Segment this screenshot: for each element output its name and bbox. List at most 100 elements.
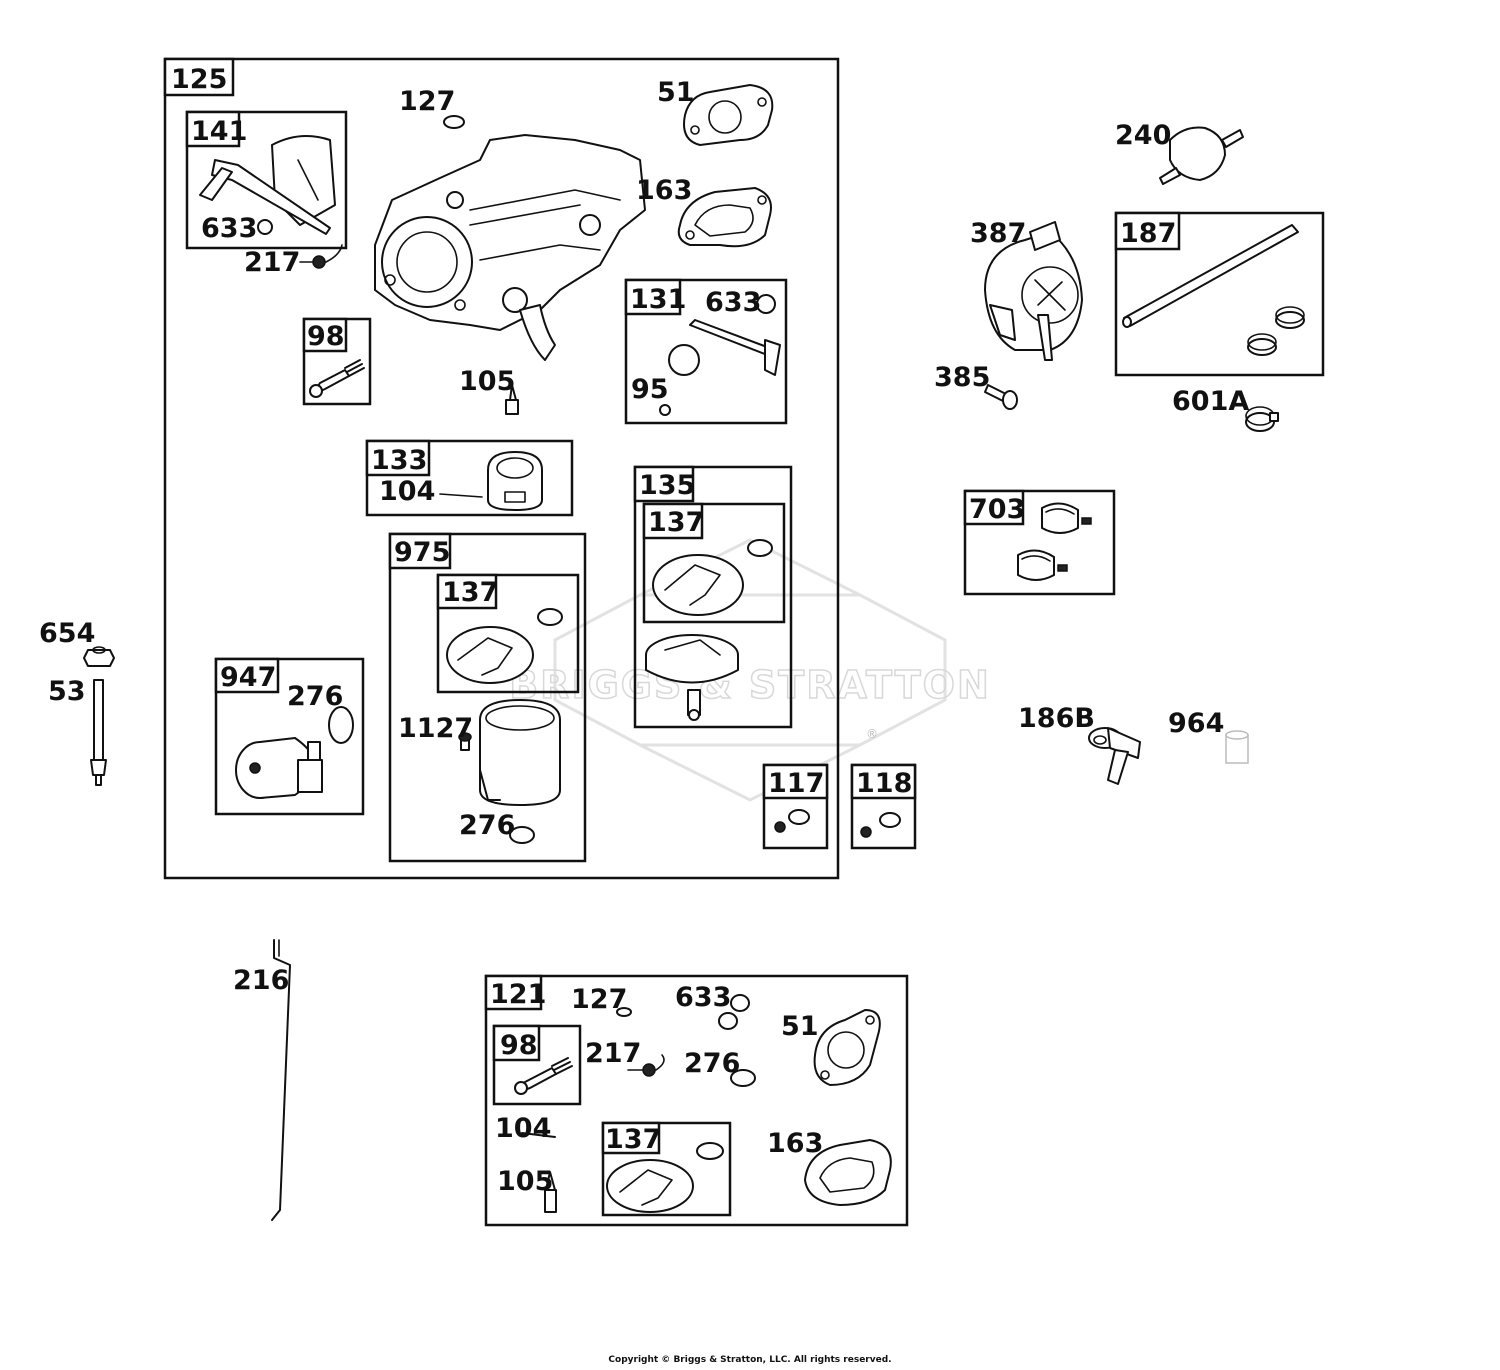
group-125: 125 <box>163 57 840 880</box>
copyright-notice: Copyright © Briggs & Stratton, LLC. All … <box>608 1355 892 1365</box>
group-121: 121 98 <box>484 974 909 1227</box>
fuel-line-part <box>1122 224 1299 328</box>
throttle-shaft-part <box>659 319 781 416</box>
needle-105-part <box>505 384 519 415</box>
group-118: 118 <box>850 763 917 850</box>
box-label-141: 141 <box>191 116 247 147</box>
watermark-mark: ® <box>866 727 878 741</box>
bushing-131-part <box>756 294 776 314</box>
label-104-121: 104 <box>495 1113 551 1144</box>
label-240: 240 <box>1115 120 1171 151</box>
group-117: 117 <box>762 763 829 850</box>
label-163: 163 <box>636 175 692 206</box>
label-95: 95 <box>631 374 669 405</box>
label-654: 654 <box>39 618 95 649</box>
label-105: 105 <box>459 366 515 397</box>
group-947: 947 <box>214 657 365 816</box>
group-141: 141 <box>185 110 348 269</box>
group-975: 975 137 <box>388 532 587 863</box>
float-part <box>487 451 543 511</box>
nut-654-part <box>83 646 115 667</box>
group-703: 703 <box>963 489 1116 596</box>
o-ring-part <box>443 115 465 129</box>
hose-clamp-601a-part <box>1245 406 1279 432</box>
label-276-121: 276 <box>684 1048 740 1079</box>
label-276-975: 276 <box>459 810 515 841</box>
box-label-187: 187 <box>1120 218 1176 249</box>
gasket-kit-975-part <box>446 608 563 684</box>
bushing-part <box>257 219 273 235</box>
gasket-51-121-part <box>813 1009 881 1086</box>
spring-121-part <box>627 1054 665 1077</box>
group-133: 133 <box>365 439 574 517</box>
box-label-118: 118 <box>856 768 912 799</box>
screw-118-part <box>860 812 901 838</box>
box-label-703: 703 <box>969 494 1025 525</box>
bushings-121-part <box>718 994 750 1030</box>
box-label-133: 133 <box>371 445 427 476</box>
fuel-pump-part <box>984 221 1083 361</box>
box-label-98-121: 98 <box>500 1030 538 1061</box>
group-187: 187 <box>1114 211 1325 377</box>
box-label-117: 117 <box>768 768 824 799</box>
idle-screw-121-part <box>514 1057 573 1095</box>
label-276-947: 276 <box>287 681 343 712</box>
carburetor-body-part <box>374 134 646 361</box>
solenoid-washer-part <box>328 706 354 744</box>
idle-screw-part <box>309 359 365 398</box>
box-label-947: 947 <box>220 662 276 693</box>
needle-121-part <box>544 1171 557 1213</box>
watermark: BRIGGS & STRATTON ® <box>508 538 990 802</box>
label-1127: 1127 <box>398 713 473 744</box>
screw-117-part <box>774 809 810 833</box>
shaft-53-part <box>90 679 107 786</box>
gasket-163-part <box>677 187 772 248</box>
gasket-163-121-part <box>804 1139 892 1206</box>
group-98: 98 <box>302 317 372 406</box>
screw-385-part <box>984 384 1018 410</box>
box-label-137: 137 <box>648 507 704 538</box>
box-label-137-975: 137 <box>442 577 498 608</box>
choke-shaft-part <box>199 135 336 235</box>
box-label-98: 98 <box>307 321 345 352</box>
gasket-kit-121-part <box>606 1142 724 1213</box>
filter-964-part <box>1225 730 1249 764</box>
label-104: 104 <box>379 476 435 507</box>
label-633-121: 633 <box>675 982 731 1013</box>
link-rod-part <box>271 939 291 1221</box>
solenoid-part <box>235 737 323 799</box>
label-385: 385 <box>934 362 990 393</box>
gasket-kit-135-part <box>645 539 773 721</box>
box-label-121: 121 <box>490 979 546 1010</box>
elbow-fitting-part <box>1088 727 1141 785</box>
label-127-121: 127 <box>571 984 627 1015</box>
label-633-131: 633 <box>705 287 761 318</box>
box-label-131: 131 <box>630 284 686 315</box>
label-217-121: 217 <box>585 1038 641 1069</box>
label-105-121: 105 <box>497 1166 553 1197</box>
label-216: 216 <box>233 965 289 996</box>
box-label-975: 975 <box>394 537 450 568</box>
label-51: 51 <box>657 77 695 108</box>
bowl-screw-part <box>458 732 472 751</box>
label-217: 217 <box>244 247 300 278</box>
box-label-135: 135 <box>639 470 695 501</box>
label-51-121: 51 <box>781 1011 819 1042</box>
float-bowl-part <box>479 699 561 806</box>
label-186b: 186B <box>1018 703 1095 734</box>
label-387: 387 <box>970 218 1026 249</box>
group-135: 135 137 <box>633 465 793 729</box>
label-163-121: 163 <box>767 1128 823 1159</box>
fuel-filter-part <box>1159 126 1244 185</box>
label-964: 964 <box>1168 708 1224 739</box>
float-pin-part <box>439 493 483 498</box>
label-601a: 601A <box>1172 386 1249 417</box>
o-ring-121-part <box>616 1007 632 1017</box>
label-53: 53 <box>48 676 86 707</box>
hose-clamps-part <box>1247 306 1305 356</box>
pin-121-part <box>521 1132 556 1138</box>
bowl-washer-part <box>509 826 535 844</box>
label-127: 127 <box>399 86 455 117</box>
label-633: 633 <box>201 213 257 244</box>
